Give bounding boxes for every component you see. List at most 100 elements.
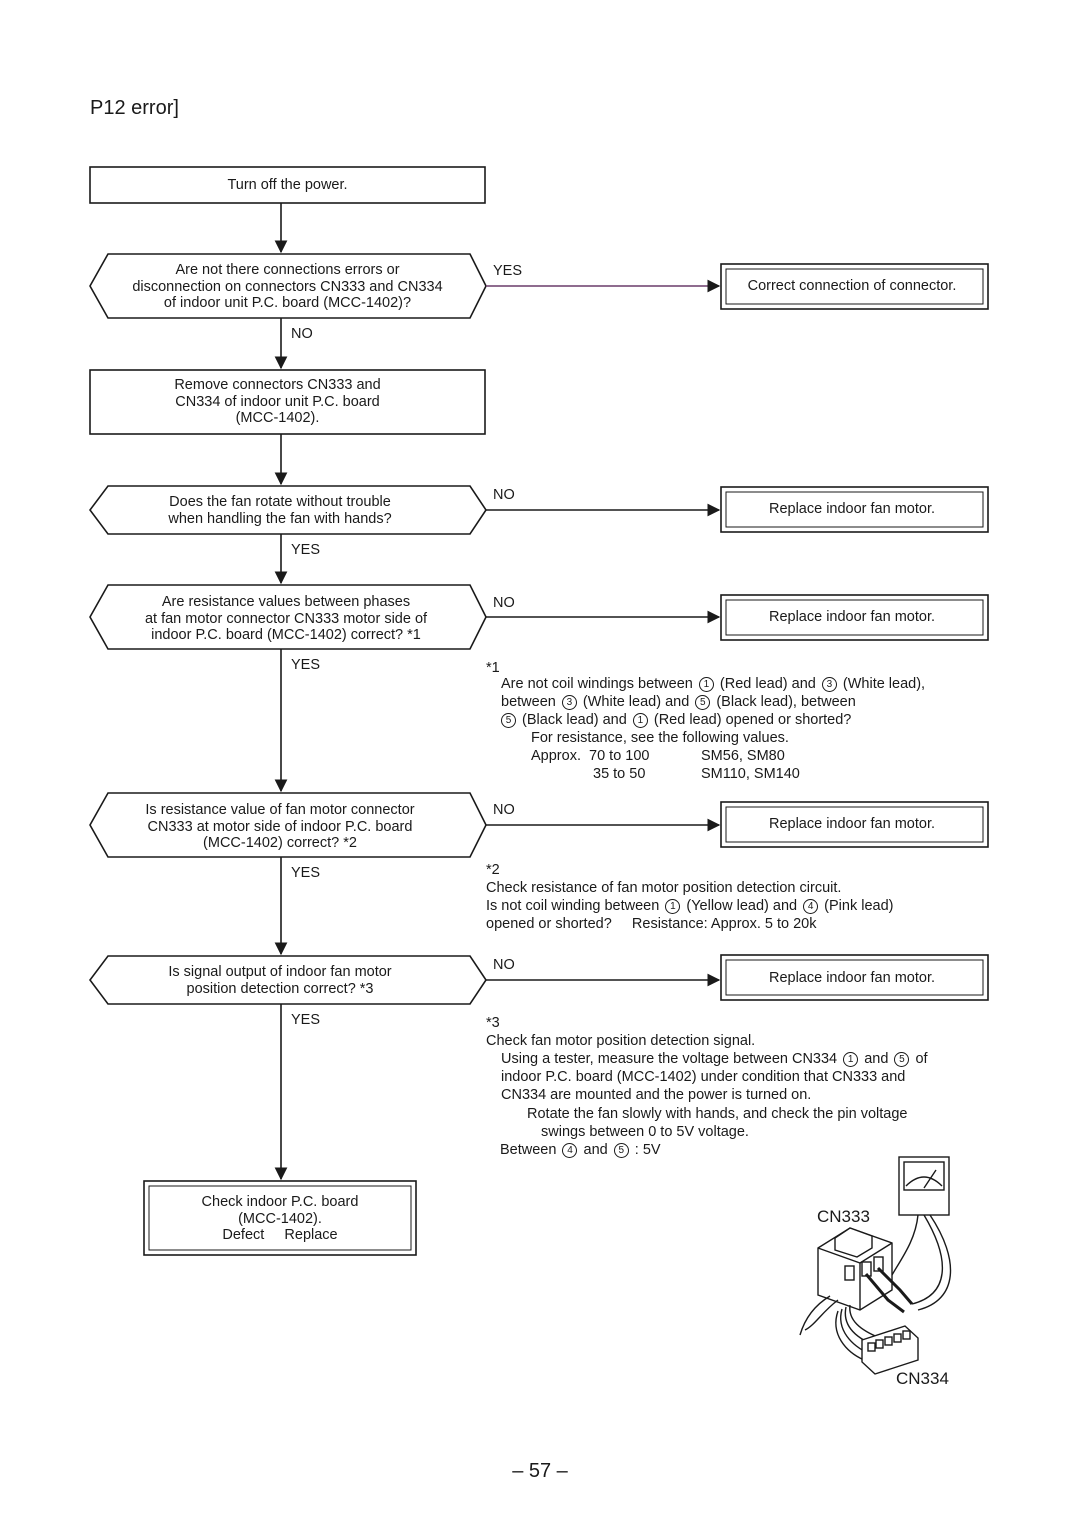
- end-box-text: Check indoor P.C. board (MCC-1402). Defe…: [144, 1194, 416, 1244]
- note3-text: and: [864, 1051, 889, 1067]
- q3-line: Are resistance values between phases: [161, 594, 411, 610]
- q1-line: of indoor unit P.C. board (MCC-1402)?: [163, 295, 412, 311]
- note2-mark: *2: [486, 862, 500, 878]
- end-line: (MCC-1402).: [238, 1210, 322, 1227]
- pin-number: 1: [843, 1052, 859, 1067]
- action-box-3-outer: [720, 594, 989, 641]
- q2-text: Does the fan rotate without trouble when…: [90, 494, 470, 527]
- pin-number: 5: [894, 1052, 910, 1067]
- note2-text: (Pink lead): [824, 898, 894, 914]
- q2-yes-label: YES: [291, 542, 321, 558]
- action-3-text: Replace indoor fan motor.: [768, 609, 936, 625]
- pin-number: 3: [561, 695, 577, 710]
- q1-yes-label: YES: [493, 263, 523, 279]
- q4-line: (MCC-1402) correct? *2: [203, 835, 357, 851]
- q1-decision-shape: [89, 253, 487, 319]
- note1-text: (White lead) and: [582, 694, 690, 710]
- note1-model2: SM110, SM140: [701, 766, 800, 782]
- page-number: – 57 –: [512, 1460, 568, 1482]
- q4-decision-shape: [89, 792, 487, 858]
- note3-text: and: [583, 1142, 608, 1158]
- q4-yes-label: YES: [291, 865, 321, 881]
- q3-yes-label: YES: [291, 657, 321, 673]
- q5-yes-label: YES: [291, 1012, 321, 1028]
- note3-line3: indoor P.C. board (MCC-1402) under condi…: [501, 1069, 906, 1085]
- pin-number: 5: [501, 713, 516, 728]
- note3-line2: Using a tester, measure the voltage betw…: [501, 1051, 928, 1068]
- action-5-text: Replace indoor fan motor.: [768, 970, 936, 986]
- q1-no-label: NO: [291, 326, 313, 342]
- q4-line: CN333 at motor side of indoor P.C. board: [147, 818, 413, 835]
- pin-number: 1: [632, 713, 648, 728]
- q5-decision-shape: [89, 955, 487, 1005]
- q1-line: Are not there connections errors or: [175, 262, 400, 278]
- note1-mark: *1: [486, 660, 500, 676]
- end-box-outer: [143, 1180, 417, 1256]
- step2-line: Remove connectors CN333 and: [174, 377, 381, 393]
- q1-line: disconnection on connectors CN333 and CN…: [132, 278, 443, 295]
- note3-mark: *3: [486, 1015, 500, 1031]
- note2-line2: Is not coil winding between 1 (Yellow le…: [486, 898, 893, 915]
- pin-number: 1: [665, 899, 681, 914]
- action-box-4-outer: [720, 801, 989, 848]
- step2-line: (MCC-1402).: [235, 410, 320, 426]
- action-2-text: Replace indoor fan motor.: [768, 501, 936, 517]
- note1-text: (Red lead) and: [719, 676, 816, 692]
- q1-text: Are not there connections errors or disc…: [90, 262, 485, 312]
- note1-text: between: [501, 694, 556, 710]
- note1-text: Are not coil windings between: [501, 676, 693, 692]
- pin-number: 4: [803, 899, 819, 914]
- note1-model1: SM56, SM80: [701, 748, 785, 764]
- note3-line6: swings between 0 to 5V voltage.: [541, 1124, 749, 1140]
- note1-range1: Approx. 70 to 100: [531, 748, 650, 764]
- note3-text: Between: [500, 1142, 557, 1158]
- note1-text: (White lead),: [842, 676, 926, 692]
- pin-number: 5: [613, 1143, 629, 1158]
- pin-number: 5: [695, 695, 711, 710]
- action-box-5-outer: [720, 954, 989, 1001]
- note1-text: (Black lead), between: [716, 694, 856, 710]
- note2-line3: opened or shorted? Resistance: Approx. 5…: [486, 916, 817, 932]
- note1-text: (Red lead) opened or shorted?: [653, 712, 852, 728]
- q5-text: Is signal output of indoor fan motor pos…: [90, 964, 470, 997]
- note2-line1: Check resistance of fan motor position d…: [486, 880, 842, 896]
- note1-line3: 5 (Black lead) and 1 (Red lead) opened o…: [499, 712, 851, 729]
- start-box-text: Turn off the power.: [227, 177, 348, 193]
- q5-no-label: NO: [493, 957, 515, 973]
- end-line: Check indoor P.C. board: [201, 1194, 359, 1210]
- step2-text: Remove connectors CN333 and CN334 of ind…: [90, 377, 465, 427]
- pin-number: 3: [821, 677, 837, 692]
- note3-line5: Rotate the fan slowly with hands, and ch…: [527, 1106, 908, 1122]
- note3-line1: Check fan motor position detection signa…: [486, 1033, 756, 1049]
- note1-range2: 35 to 50: [593, 766, 646, 782]
- note3-text: of: [915, 1051, 928, 1067]
- pin-number: 1: [698, 677, 714, 692]
- note2-text: (Yellow lead) and: [686, 898, 798, 914]
- note3-line7: Between 4 and 5 : 5V: [500, 1142, 661, 1159]
- q2-decision-shape: [89, 485, 487, 535]
- q4-no-label: NO: [493, 802, 515, 818]
- q3-line: at fan motor connector CN333 motor side …: [144, 610, 428, 627]
- action-4-text: Replace indoor fan motor.: [768, 816, 936, 832]
- q3-text: Are resistance values between phases at …: [90, 594, 482, 644]
- action-box-2-outer: [720, 486, 989, 533]
- q2-line: when handling the fan with hands?: [168, 510, 392, 527]
- note1-line1: Are not coil windings between 1 (Red lea…: [501, 676, 925, 693]
- q5-line: Is signal output of indoor fan motor: [168, 964, 392, 980]
- step2-line: CN334 of indoor unit P.C. board: [175, 393, 380, 410]
- end-line: Defect Replace: [222, 1227, 338, 1243]
- q3-no-label: NO: [493, 595, 515, 611]
- pin-number: 4: [562, 1143, 578, 1158]
- note3-text: Using a tester, measure the voltage betw…: [501, 1051, 838, 1067]
- note1-line4: For resistance, see the following values…: [531, 730, 789, 746]
- note3-text: : 5V: [634, 1142, 661, 1158]
- note1-text: (Black lead) and: [522, 712, 627, 728]
- note2-text: Is not coil winding between: [486, 898, 660, 914]
- action-1-text: Correct connection of connector.: [747, 278, 957, 294]
- q2-no-label: NO: [493, 487, 515, 503]
- q3-decision-shape: [89, 584, 487, 650]
- q4-text: Is resistance value of fan motor connect…: [90, 802, 470, 852]
- cn334-label: CN334: [896, 1369, 949, 1388]
- note3-line4: CN334 are mounted and the power is turne…: [501, 1087, 812, 1103]
